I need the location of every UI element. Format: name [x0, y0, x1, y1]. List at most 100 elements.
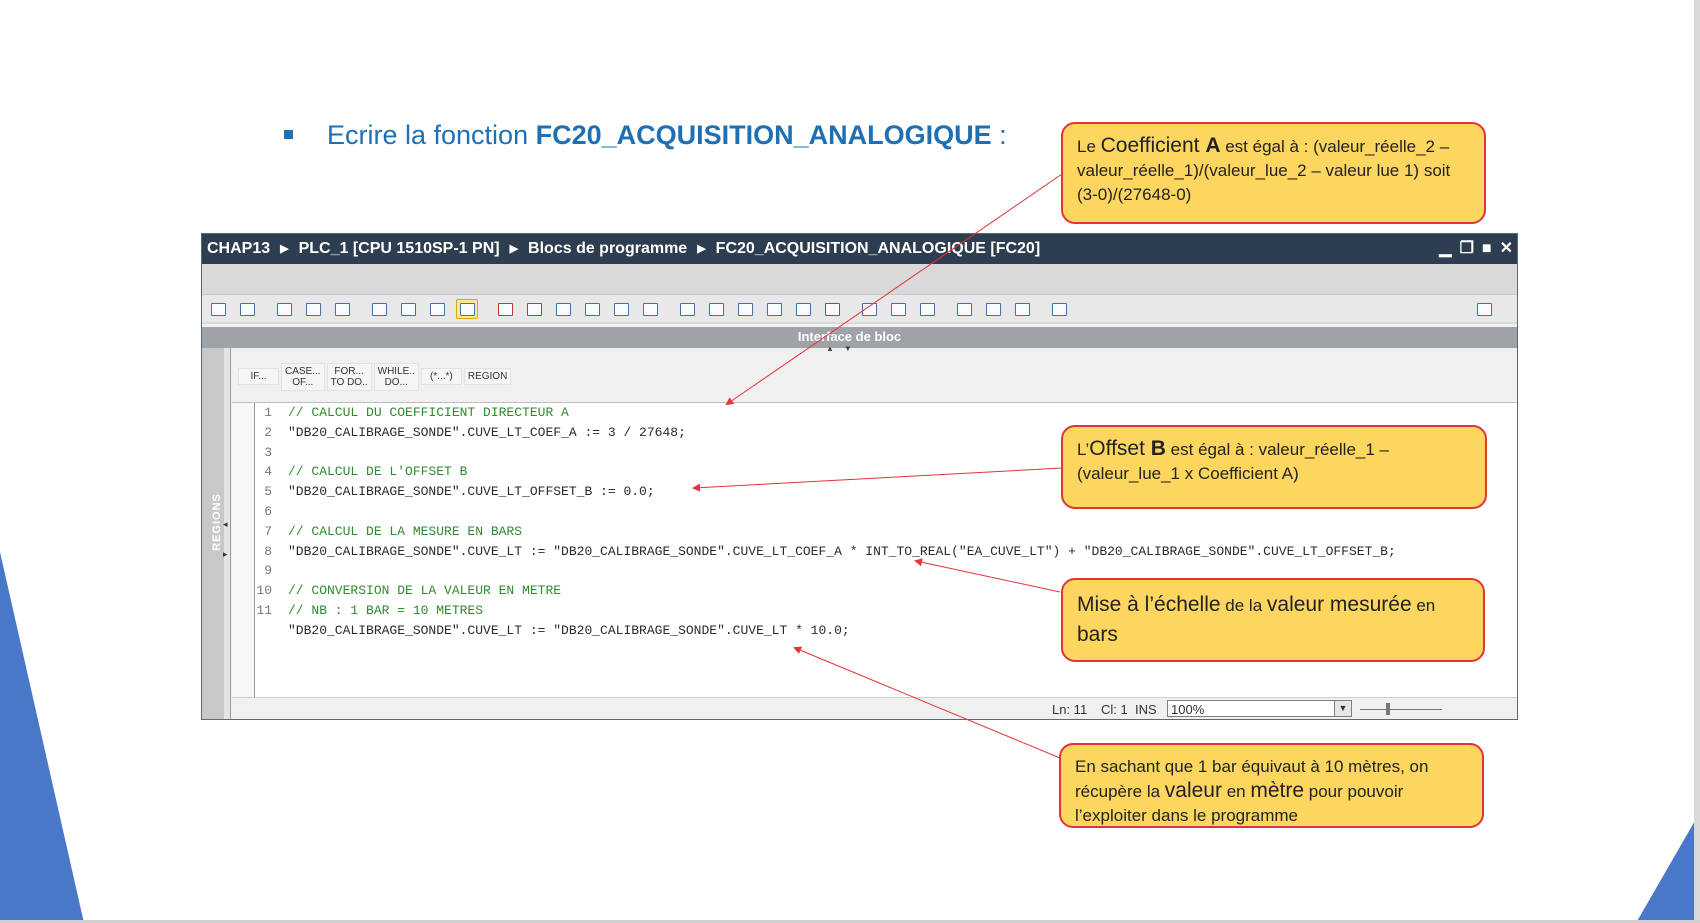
breadcrumb-separator-icon: ▶: [697, 243, 706, 255]
breadcrumb-program-blocks[interactable]: Blocs de programme: [528, 240, 688, 257]
scale-connector: [914, 558, 1061, 593]
line-number: 7: [264, 523, 272, 539]
sort-icon[interactable]: [793, 300, 813, 318]
code-text[interactable]: // CALCUL DU COEFFICIENT DIRECTEUR A: [288, 405, 569, 420]
restore-icon[interactable]: ❐: [1459, 240, 1474, 257]
snippet-comment[interactable]: (*...*): [420, 368, 462, 385]
editor-statusbar: Ln: 11 Cl: 1 INS 100% ▼: [232, 697, 1517, 719]
code-text[interactable]: "DB20_CALIBRAGE_SONDE".CUVE_LT_OFFSET_B …: [288, 484, 655, 500]
settings-panel-icon[interactable]: [1474, 300, 1494, 318]
maximize-icon[interactable]: ■: [1481, 240, 1492, 257]
code-line[interactable]: 10 // CONVERSION DE LA VALEUR EN METRE: [254, 581, 1514, 601]
expand-icon[interactable]: [640, 300, 660, 318]
line-number: 3: [264, 444, 272, 460]
offset-callout: L’Offset B est égal à : valeur_réelle_1 …: [1061, 425, 1487, 509]
previous-icon[interactable]: [553, 300, 573, 318]
insert-network-icon[interactable]: [208, 300, 228, 318]
list-icon[interactable]: [369, 300, 389, 318]
previous-bookmark-icon[interactable]: [888, 300, 908, 318]
code-line[interactable]: 4// CALCUL DE L'OFFSET B: [254, 462, 1514, 482]
code-text[interactable]: // CALCUL DE L'OFFSET B: [288, 464, 468, 480]
regions-splitter[interactable]: [224, 348, 231, 719]
coefficient-callout: Le Coefficient A est égal à : (valeur_ré…: [1061, 122, 1486, 224]
monitoring-on-icon[interactable]: [983, 300, 1003, 318]
code-line[interactable]: 3: [254, 443, 1514, 463]
code-line[interactable]: 11// NB : 1 BAR = 10 METRES: [254, 601, 1514, 621]
breadcrumb-separator-icon: ▶: [280, 243, 289, 255]
code-text[interactable]: "DB20_CALIBRAGE_SONDE".CUVE_LT := "DB20_…: [288, 543, 1396, 559]
instruction-snippets: IF... CASE...OF... FOR...TO DO.. WHILE..…: [238, 360, 512, 393]
zoom-slider[interactable]: [1360, 703, 1442, 715]
save-block-icon[interactable]: [427, 300, 447, 318]
code-text[interactable]: // CONVERSION DE LA VALEUR EN METRE: [288, 583, 562, 599]
clear-error-icon[interactable]: [524, 300, 544, 318]
zoom-select[interactable]: 100% ▼: [1167, 700, 1352, 717]
delete-network-icon[interactable]: [237, 300, 257, 318]
snippet-case[interactable]: CASE...OF...: [281, 362, 325, 391]
code-line[interactable]: 7 // CALCUL DE LA MESURE EN BARS: [254, 522, 1514, 542]
code-line[interactable]: "DB20_CALIBRAGE_SONDE".CUVE_LT := "DB20_…: [254, 621, 1514, 641]
code-line[interactable]: 6: [254, 502, 1514, 522]
outdent-icon[interactable]: [735, 300, 755, 318]
next-bookmark-icon[interactable]: [917, 300, 937, 318]
breadcrumb-plc[interactable]: PLC_1 [CPU 1510SP-1 PN]: [298, 240, 500, 257]
slide-heading: Ecrire la fonction FC20_ACQUISITION_ANAL…: [327, 120, 1007, 150]
snippet-while[interactable]: WHILE..DO...: [373, 362, 419, 391]
snippet-region[interactable]: REGION: [463, 368, 512, 385]
chevron-down-icon[interactable]: ▼: [1334, 701, 1351, 716]
scaling-callout: Mise à l’échelle de la valeur mesurée en…: [1061, 578, 1485, 662]
slide-bottom-edge: [0, 920, 1700, 923]
monitoring-off-icon[interactable]: [1012, 300, 1032, 318]
editor-toolbar: [202, 294, 1517, 322]
go-to-error-icon[interactable]: [495, 300, 515, 318]
code-line[interactable]: 8"DB20_CALIBRAGE_SONDE".CUVE_LT := "DB20…: [254, 542, 1514, 562]
code-line[interactable]: 1 // CALCUL DU COEFFICIENT DIRECTEUR A: [254, 403, 1514, 423]
bookmark-icon[interactable]: [859, 300, 879, 318]
splitter-handle-icon[interactable]: ▲▼: [826, 344, 862, 353]
panel-toggle-icon[interactable]: ◂▸: [223, 519, 228, 559]
function-name: FC20_ACQUISITION_ANALOGIQUE: [535, 120, 992, 150]
offset-connector: [692, 467, 1063, 492]
code-text[interactable]: "DB20_CALIBRAGE_SONDE".CUVE_LT_COEF_A :=…: [288, 424, 686, 440]
close-icon[interactable]: ✕: [1499, 240, 1513, 257]
indent-icon[interactable]: [706, 300, 726, 318]
export-icon[interactable]: [274, 300, 294, 318]
code-text[interactable]: // NB : 1 BAR = 10 METRES: [288, 602, 484, 618]
format-icon[interactable]: [764, 300, 784, 318]
snippet-for[interactable]: FOR...TO DO..: [326, 362, 372, 391]
code-area[interactable]: 1 // CALCUL DU COEFFICIENT DIRECTEUR A 2 "…: [254, 403, 1514, 641]
open-block-icon[interactable]: [398, 300, 418, 318]
watch-icon[interactable]: [954, 300, 974, 318]
block-interface-bar[interactable]: Interface de bloc ▲▼: [202, 327, 1517, 353]
breadcrumb-project[interactable]: CHAP13: [207, 240, 271, 257]
meter-callout: En sachant que 1 bar équivaut à 10 mètre…: [1059, 743, 1484, 828]
meter-connector: [793, 646, 1061, 759]
line-number: 5: [264, 484, 272, 500]
window-controls: ▁ ❐ ■ ✕: [1439, 234, 1513, 264]
code-line[interactable]: 2 "DB20_CALIBRAGE_SONDE".CUVE_LT_COEF_A :…: [254, 423, 1514, 443]
code-text[interactable]: "DB20_CALIBRAGE_SONDE".CUVE_LT := "DB20_…: [288, 622, 850, 638]
download-icon[interactable]: [303, 300, 323, 318]
monitor-icon[interactable]: [332, 300, 352, 318]
collapse-icon[interactable]: [611, 300, 631, 318]
next-icon[interactable]: [582, 300, 602, 318]
sort-reverse-icon[interactable]: [822, 300, 842, 318]
line-number: 9: [264, 563, 272, 579]
snippet-if[interactable]: IF...: [238, 368, 279, 385]
insert-mode: INS: [1135, 702, 1157, 717]
code-line[interactable]: 9: [254, 561, 1514, 581]
zoom-value: 100%: [1171, 702, 1205, 717]
line-number: 10: [256, 583, 272, 599]
line-number: 2: [264, 424, 272, 440]
comment-icon[interactable]: [677, 300, 697, 318]
coef-connector: [725, 173, 1063, 406]
code-text[interactable]: // CALCUL DE LA MESURE EN BARS: [288, 523, 523, 539]
line-number: 1: [264, 405, 272, 420]
code-line[interactable]: 5 "DB20_CALIBRAGE_SONDE".CUVE_LT_OFFSET_B…: [254, 482, 1514, 502]
zoom-slider-thumb[interactable]: [1386, 703, 1390, 715]
minimize-icon[interactable]: ▁: [1439, 240, 1452, 257]
favorites-icon[interactable]: [456, 298, 478, 319]
database-icon[interactable]: [1049, 300, 1069, 318]
